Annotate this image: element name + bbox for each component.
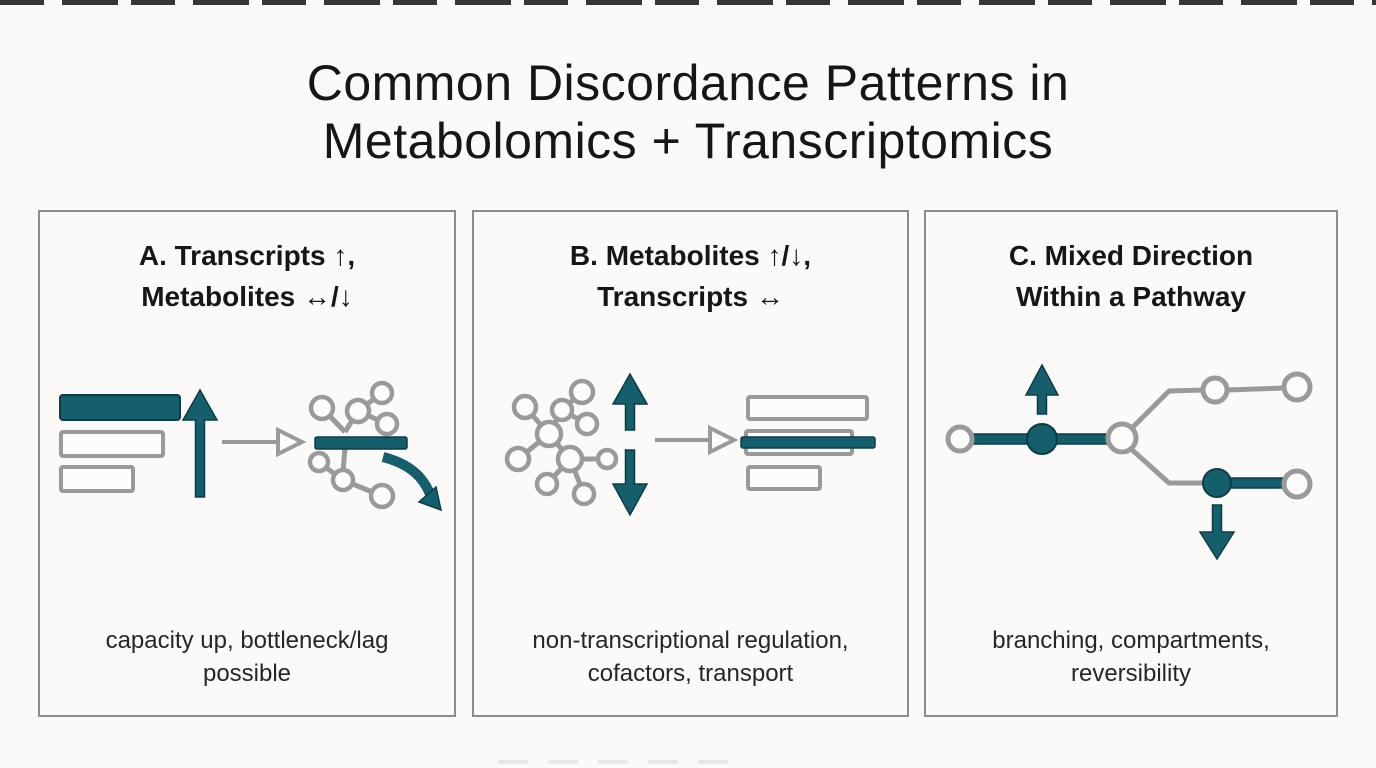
panel-a-caption-line1: capacity up, bottleneck/lag (105, 627, 389, 654)
page-title-line2: Metabolomics + Transcriptomics (322, 113, 1054, 169)
panel-b-caption-line1: non-transcriptional regulation, (532, 627, 849, 654)
panel-a-heading-line2: Metabolites ↔/↓ (141, 280, 353, 312)
upregulated-node (1026, 423, 1058, 455)
panel-a-caption-line2: possible (202, 660, 292, 688)
blocked-metabolite-network-icon (307, 380, 408, 510)
up-arrow-icon (1024, 363, 1060, 415)
transcript-bars-icon (59, 394, 181, 493)
page-title-line1: Common Discordance Patterns in (306, 55, 1070, 111)
panel-b-heading-line1: B. Metabolites ↑/↓, (569, 240, 812, 271)
panel-b-caption-line2: cofactors, transport (587, 660, 794, 688)
panel-a-caption: capacity up, bottleneck/lag possible (40, 624, 454, 690)
panel-a: A. Transcripts ↑, Metabolites ↔/↓ (38, 210, 456, 717)
panel-a-heading: A. Transcripts ↑, Metabolites ↔/↓ (40, 236, 454, 317)
panel-b-heading: B. Metabolites ↑/↓, Transcripts ↔ (474, 236, 907, 317)
panel-c-heading-line2: Within a Pathway (1015, 280, 1246, 312)
panel-b-heading-line2: Transcripts ↔ (597, 280, 784, 312)
up-down-arrow-icon (611, 372, 649, 517)
down-arrow-icon (1198, 504, 1236, 561)
panel-c-caption: branching, compartments, reversibility (926, 624, 1336, 690)
flow-right-arrow-icon (222, 426, 307, 458)
panel-a-heading-line1: A. Transcripts ↑, (138, 240, 356, 271)
page-title: Common Discordance Patterns in Metabolom… (0, 54, 1376, 170)
panel-c-illustration (926, 352, 1336, 582)
panel-b-illustration (474, 352, 907, 542)
panel-c: C. Mixed Direction Within a Pathway (924, 210, 1338, 717)
panel-c-heading-line1: C. Mixed Direction (1008, 240, 1254, 271)
curved-down-arrow-icon (381, 452, 443, 512)
panel-c-heading: C. Mixed Direction Within a Pathway (926, 236, 1336, 317)
up-arrow-icon (181, 388, 219, 498)
panel-c-caption-line1: branching, compartments, (992, 627, 1270, 654)
transcript-bars-icon (740, 395, 876, 491)
panel-a-illustration (40, 352, 454, 542)
flow-right-arrow-icon (655, 424, 739, 456)
top-edge-artifact (0, 0, 1376, 5)
panel-b: B. Metabolites ↑/↓, Transcripts ↔ (472, 210, 909, 717)
bottom-edge-artifact (498, 760, 728, 764)
metabolite-network-icon (504, 378, 619, 507)
panel-b-caption: non-transcriptional regulation, cofactor… (474, 624, 907, 690)
downregulated-node (1202, 468, 1232, 498)
pathway-branch-icon (945, 371, 1313, 500)
panel-c-caption-line2: reversibility (1070, 660, 1192, 688)
